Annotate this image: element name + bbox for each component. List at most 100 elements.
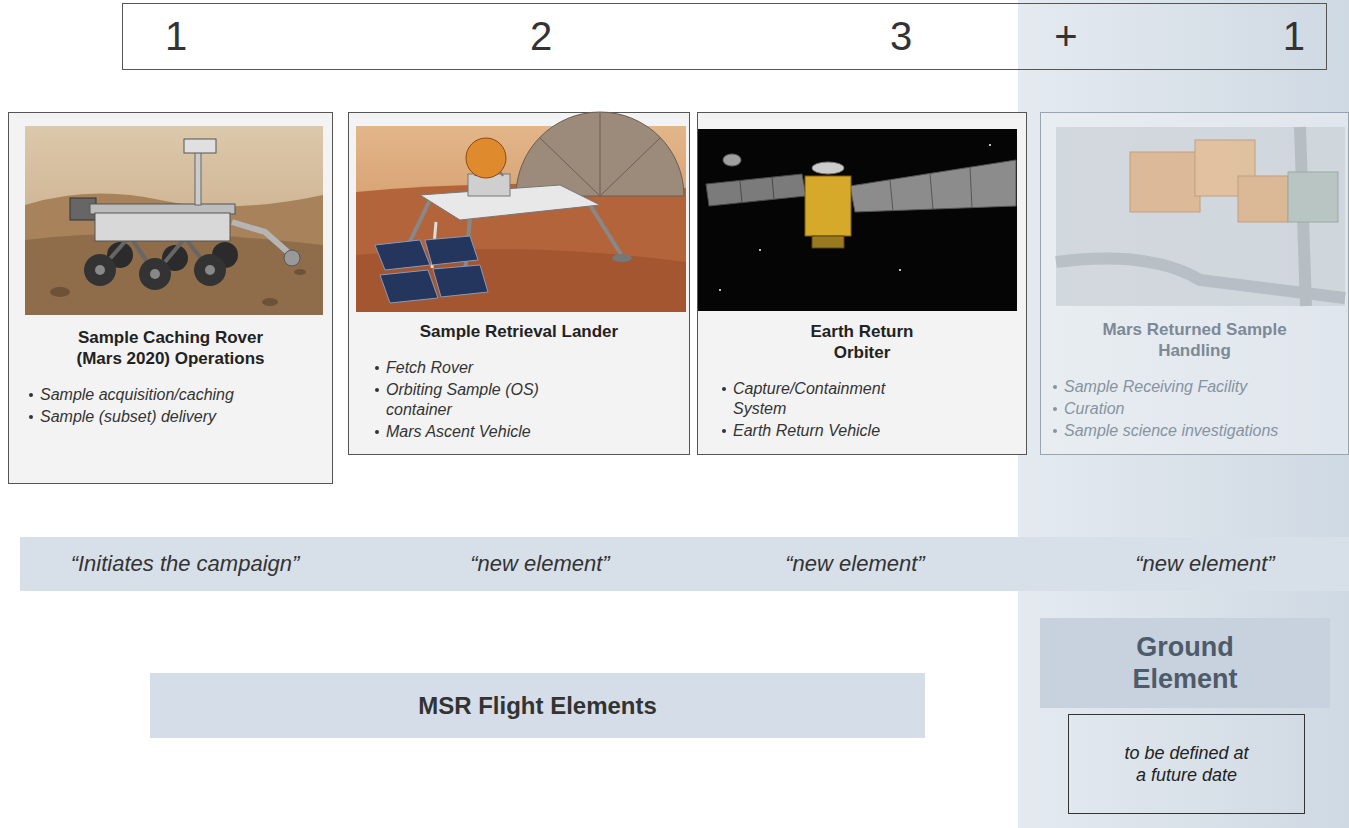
element-panel: Mars Returned Sample HandlingSample Rece… <box>1040 112 1349 455</box>
lander-illustration <box>380 270 438 303</box>
rover-illustration <box>212 242 238 268</box>
role-note: “Initiates the campaign” <box>71 551 300 577</box>
bullet-row: Sample science investigations <box>1053 421 1338 441</box>
bullet-row: Fetch Rover <box>375 358 595 378</box>
panel-heading: Earth Return Orbiter <box>797 321 927 363</box>
note-text: to be defined at a future date <box>1122 742 1252 786</box>
bullet-list: Capture/Containment SystemEarth Return V… <box>708 379 922 441</box>
rover-illustration <box>107 242 133 268</box>
orbiter-illustration <box>698 129 1017 311</box>
bullet-dot <box>722 429 726 433</box>
rover-illustration <box>162 245 188 271</box>
orbiter-illustration <box>706 174 806 206</box>
bullet-row: Sample (subset) delivery <box>29 407 319 427</box>
ground-element-box: Ground Element <box>1040 618 1330 708</box>
facility-illustration <box>1300 127 1306 306</box>
facility-illustration <box>1056 127 1345 306</box>
phase-number-bar: 123+1 <box>122 3 1327 70</box>
lander-illustration <box>390 260 410 268</box>
lander-illustration <box>475 160 480 176</box>
rover-illustration <box>84 254 116 286</box>
role-band: “Initiates the campaign”“new element”“ne… <box>20 537 1349 591</box>
orbiter-illustration <box>805 176 851 236</box>
lander-illustration <box>516 112 684 196</box>
rover-illustration <box>25 234 323 315</box>
lander-illustration <box>600 138 660 196</box>
element-panel: Sample Caching Rover (Mars 2020) Operati… <box>8 112 333 484</box>
lander-illustration <box>400 200 430 262</box>
rover-illustration <box>205 265 215 275</box>
facility-illustration <box>1288 172 1338 222</box>
rover-illustration <box>90 204 235 214</box>
orbiter-illustration <box>698 129 1017 311</box>
lander-illustration <box>356 112 686 312</box>
bullet-row: Capture/Containment System <box>722 379 922 419</box>
lander-illustration <box>425 236 478 265</box>
orbiter-illustration <box>970 167 972 208</box>
rover-illustration <box>195 150 201 205</box>
lander-illustration <box>466 138 506 178</box>
bullet-list: Sample Receiving FacilityCurationSample … <box>1051 377 1338 441</box>
bullet-item: Mars Ascent Vehicle <box>386 422 531 442</box>
bullet-item: Capture/Containment System <box>733 379 922 419</box>
orbiter-illustration <box>719 289 721 291</box>
lander-illustration <box>420 185 600 220</box>
rover-illustration <box>95 265 105 275</box>
bullet-dot <box>375 366 379 370</box>
panel-heading: Mars Returned Sample Handling <box>1080 319 1310 361</box>
bullet-row: Mars Ascent Vehicle <box>375 422 595 442</box>
orbiter-illustration <box>723 154 741 166</box>
facility-illustration <box>1195 140 1255 196</box>
bullet-item: Orbiting Sample (OS) container <box>386 380 595 420</box>
bullet-dot <box>29 393 33 397</box>
bullet-item: Sample (subset) delivery <box>40 407 216 427</box>
rover-illustration <box>294 269 306 275</box>
bullet-row: Earth Return Vehicle <box>722 421 922 441</box>
rover-illustration <box>25 194 323 315</box>
bullet-row: Sample acquisition/caching <box>29 385 319 405</box>
role-note: “new element” <box>1135 551 1274 577</box>
orbiter-illustration <box>890 180 893 211</box>
orbiter-illustration <box>740 181 742 203</box>
rover-illustration <box>95 213 230 241</box>
bullet-row: Orbiting Sample (OS) container <box>375 380 595 420</box>
phase-number: + <box>1054 14 1077 59</box>
flight-elements-box: MSR Flight Elements <box>150 673 925 738</box>
panel-heading: Sample Retrieval Lander <box>369 321 669 342</box>
bullet-row: Curation <box>1053 399 1338 419</box>
rover-illustration <box>50 287 70 297</box>
bullet-dot <box>722 387 726 391</box>
lander-illustration <box>590 205 622 256</box>
facility-illustration <box>1238 176 1288 222</box>
rover-illustration <box>262 298 278 306</box>
facility-illustration <box>1130 152 1200 212</box>
element-panel: Sample Retrieval LanderFetch RoverOrbiti… <box>348 112 690 455</box>
orbiter-illustration <box>930 174 933 209</box>
lander-illustration <box>612 254 632 262</box>
orbiter-illustration <box>759 249 761 251</box>
bullet-dot <box>1053 407 1057 411</box>
bullet-row: Sample Receiving Facility <box>1053 377 1338 397</box>
rover-illustration <box>194 254 226 286</box>
bullet-item: Earth Return Vehicle <box>733 421 880 441</box>
phase-number: 1 <box>165 14 187 59</box>
ground-column-shade <box>1018 0 1349 828</box>
bullet-dot <box>29 415 33 419</box>
group-title: Ground Element <box>1100 631 1270 695</box>
panel-heading: Sample Caching Rover (Mars 2020) Operati… <box>61 327 281 369</box>
lander-illustration <box>492 160 503 176</box>
lander-illustration <box>540 138 600 196</box>
facility-illustration <box>1056 259 1345 298</box>
rover-illustration <box>70 198 96 220</box>
phase-number: 3 <box>890 14 912 59</box>
rover-illustration <box>155 238 210 274</box>
orbiter-illustration <box>812 236 844 248</box>
note-box: to be defined at a future date <box>1068 714 1305 814</box>
facility-illustration <box>1056 127 1345 306</box>
orbiter-illustration <box>772 177 774 200</box>
bullet-dot <box>375 430 379 434</box>
lander-illustration <box>432 222 436 268</box>
bullet-item: Fetch Rover <box>386 358 473 378</box>
bullet-dot <box>1053 429 1057 433</box>
